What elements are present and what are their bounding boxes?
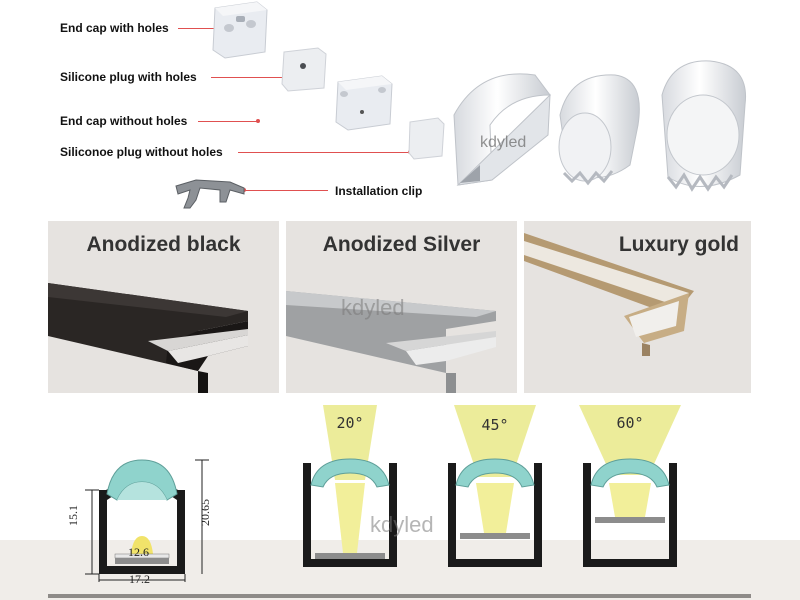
leader-line bbox=[198, 121, 258, 122]
leader-line bbox=[244, 190, 328, 191]
beam-angle-label-20: 20° bbox=[336, 414, 364, 432]
accessory-label-end-cap-without-holes: End cap without holes bbox=[60, 114, 188, 128]
leader-line bbox=[211, 77, 289, 78]
dimension-label-height-inner: 15.1 bbox=[66, 505, 80, 526]
profile-extrusions-image: kdyled bbox=[453, 60, 747, 192]
beam-profile-45 bbox=[448, 405, 542, 567]
beam-angle-label-45: 45° bbox=[481, 416, 509, 434]
leader-line bbox=[178, 28, 218, 29]
accessory-label-end-cap-with-holes: End cap with holes bbox=[60, 21, 169, 35]
accessory-label-silicone-plug-without-holes: Siliconoe plug without holes bbox=[60, 145, 223, 159]
watermark-text: kdyled bbox=[341, 295, 405, 320]
leader-dot bbox=[256, 119, 260, 123]
watermark-text: kdyled bbox=[370, 512, 434, 537]
black-profile-image bbox=[48, 283, 248, 393]
silicone-plug-with-holes-image bbox=[281, 47, 327, 92]
finish-title: Anodized black bbox=[86, 233, 241, 256]
finish-title: Luxury gold bbox=[618, 233, 739, 256]
gold-profile-image bbox=[524, 233, 694, 356]
beam-profile-20 bbox=[303, 405, 397, 567]
finish-panel-luxury-gold: Luxury gold bbox=[524, 221, 751, 393]
finish-title: Anodized Silver bbox=[322, 233, 481, 256]
leader-line bbox=[238, 152, 410, 153]
finish-panel-anodized-black: Anodized black bbox=[48, 221, 279, 393]
beam-angle-label-60: 60° bbox=[616, 414, 644, 432]
dimensioned-profile-drawing bbox=[85, 459, 209, 582]
dimension-label-inner-width: 12.6 bbox=[128, 545, 149, 559]
end-cap-without-holes-image bbox=[335, 75, 393, 131]
watermark-text: kdyled bbox=[480, 134, 526, 151]
beam-profile-60 bbox=[579, 405, 681, 567]
end-cap-with-holes-image bbox=[212, 1, 268, 59]
finish-panel-anodized-silver: Anodized Silver kdyled bbox=[286, 221, 517, 393]
silicone-plug-without-holes-image bbox=[408, 117, 445, 160]
silver-profile-image bbox=[286, 291, 496, 393]
accessory-label-installation-clip: Installation clip bbox=[335, 184, 423, 198]
accessory-label-silicone-plug-with-holes: Silicone plug with holes bbox=[60, 70, 197, 84]
dimension-label-height-outer: 20.65 bbox=[198, 499, 212, 526]
dimension-label-outer-width: 17.2 bbox=[129, 572, 150, 586]
installation-clip-image bbox=[175, 179, 245, 209]
bottom-divider bbox=[48, 594, 751, 598]
